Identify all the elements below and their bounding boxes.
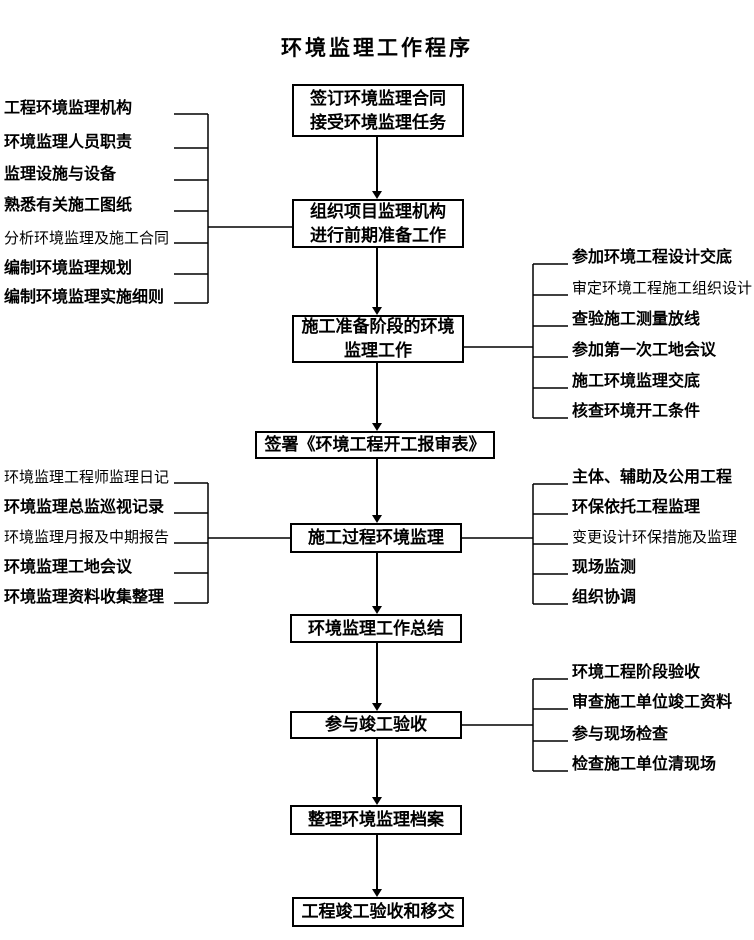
flow-step-8-archives: 整理环境监理档案	[290, 805, 462, 835]
flow-step-2-organize-prepare: 组织项目监理机构 进行前期准备工作	[292, 199, 464, 248]
bracket-right-3	[462, 678, 568, 772]
right-item-supervision-brief: 施工环境监理交底	[572, 373, 701, 390]
right-item-survey-check: 查验施工测量放线	[572, 311, 701, 328]
left-item-data-collection: 环境监理资料收集整理	[4, 589, 165, 606]
flow-arrow-2	[372, 248, 382, 315]
flow-step-6-work-summary: 环境监理工作总结	[290, 614, 462, 643]
right-item-design-changes: 变更设计环保措施及监理	[572, 529, 738, 546]
left-item-detailed-rules: 编制环境监理实施细则	[4, 289, 165, 306]
left-item-personnel-duties: 环境监理人员职责	[4, 134, 133, 151]
left-item-inspection-records: 环境监理总监巡视记录	[4, 499, 165, 516]
left-item-facilities: 监理设施与设备	[4, 166, 117, 183]
left-item-engineer-diary: 环境监理工程师监理日记	[4, 469, 170, 486]
flow-arrow-4	[372, 459, 382, 523]
left-item-analyze-contracts: 分析环境监理及施工合同	[4, 230, 170, 247]
bracket-right-1	[464, 263, 568, 419]
right-item-design-disclosure: 参加环境工程设计交底	[572, 249, 733, 266]
page-title: 环境监理工作程序	[281, 37, 473, 60]
flow-arrow-7	[372, 739, 382, 805]
right-item-start-conditions: 核查环境开工条件	[572, 403, 701, 420]
left-item-drawings: 熟悉有关施工图纸	[4, 197, 133, 214]
right-item-main-aux-works: 主体、辅助及公用工程	[572, 469, 733, 486]
left-item-plan: 编制环境监理规划	[4, 260, 133, 277]
flow-arrow-8	[372, 835, 382, 897]
right-item-site-inspection: 参与现场检查	[572, 726, 669, 743]
flow-arrow-1	[372, 137, 382, 199]
left-item-monthly-reports: 环境监理月报及中期报告	[4, 529, 170, 546]
flow-arrow-5	[372, 553, 382, 614]
flow-step-7-acceptance: 参与竣工验收	[290, 711, 462, 739]
bracket-right-2	[462, 483, 568, 605]
right-item-site-clearance-check: 检查施工单位清现场	[572, 756, 717, 773]
left-item-supervision-org: 工程环境监理机构	[4, 100, 133, 117]
bracket-left-1	[174, 113, 292, 304]
flow-step-5-construction-stage: 施工过程环境监理	[290, 523, 462, 553]
flow-step-3-prep-stage: 施工准备阶段的环境 监理工作	[292, 315, 464, 363]
flow-step-1-sign-contract: 签订环境监理合同 接受环境监理任务	[292, 84, 464, 137]
right-item-site-monitoring: 现场监测	[572, 559, 637, 576]
right-item-review-org-design: 审定环境工程施工组织设计	[572, 280, 753, 297]
flow-arrow-3	[372, 363, 382, 431]
right-item-coordination: 组织协调	[572, 589, 637, 606]
right-item-first-site-meeting: 参加第一次工地会议	[572, 342, 717, 359]
flow-arrow-6	[372, 643, 382, 711]
left-item-site-meetings: 环境监理工地会议	[4, 559, 133, 576]
right-item-stage-acceptance: 环境工程阶段验收	[572, 664, 701, 681]
right-item-review-completion-doc: 审查施工单位竣工资料	[572, 694, 733, 711]
bracket-left-2	[174, 482, 290, 604]
flow-step-9-handover: 工程竣工验收和移交	[292, 897, 464, 927]
flow-step-4-sign-start-report: 签署《环境工程开工报审表》	[255, 431, 495, 459]
right-item-env-support-works: 环保依托工程监理	[572, 499, 701, 516]
